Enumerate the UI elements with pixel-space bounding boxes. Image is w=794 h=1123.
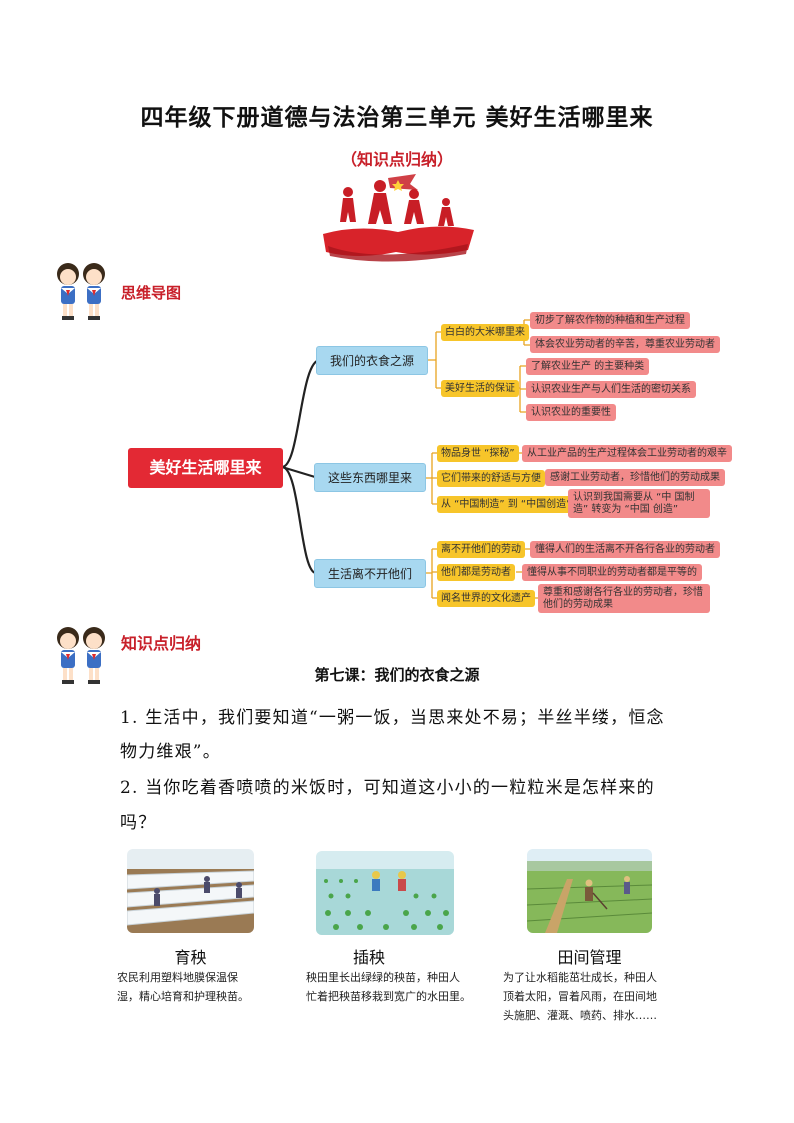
leaf-node: 尊重和感谢各行各业的劳动者，珍惜他们的劳动成果 xyxy=(538,584,710,613)
paragraph-line: 2. 当你吃着香喷喷的米饭时，可知道这小小的一粒粒米是怎样来的 xyxy=(120,778,655,798)
subtopic-node: 白白的大米哪里来 xyxy=(441,324,529,341)
leaf-node: 懂得从事不同职业的劳动者都是平等的 xyxy=(522,564,702,581)
seedling-nursery-image xyxy=(127,849,254,933)
transplanting-rice-image xyxy=(316,851,454,935)
summary-section-label: 知识点归纳 xyxy=(121,634,202,653)
subtopic-node: 他们都是劳动者 xyxy=(437,564,515,581)
page-title: 四年级下册道德与法治第三单元 美好生活哪里来 xyxy=(140,104,654,131)
subtopic-node: 它们带来的舒适与方便 xyxy=(437,470,545,487)
leaf-node: 懂得人们的生活离不开各行各业的劳动者 xyxy=(530,541,720,558)
kids-mascot-icon xyxy=(57,627,105,684)
step-description: 为了让水稻能茁壮成长，种田人 顶着太阳，冒着风雨，在田间地 头施肥、灌溉、喷药、… xyxy=(503,971,657,1022)
subtopic-node: 物品身世 “探秘” xyxy=(437,445,519,462)
lesson-heading: 第七课：我们的衣食之源 xyxy=(314,666,480,684)
step-description: 秧田里长出绿绿的秧苗，种田人 忙着把秧苗移栽到宽广的水田里。 xyxy=(306,971,471,1003)
field-management-image xyxy=(527,849,652,933)
mindmap-root-node: 美好生活哪里来 xyxy=(128,448,283,488)
leaf-node: 感谢工业劳动者，珍惜他们的劳动成果 xyxy=(545,469,725,486)
running-children-banner-image xyxy=(323,174,474,262)
branch-node-life-needs-them: 生活离不开他们 xyxy=(314,559,426,588)
leaf-node: 认识到我国需要从 “中 国制造” 转变为 “中国 创造” xyxy=(568,489,710,518)
leaf-node: 了解农业生产 的主要种类 xyxy=(526,358,650,375)
leaf-node: 认识农业的重要性 xyxy=(526,404,616,421)
mindmap-section-label: 思维导图 xyxy=(121,284,182,302)
leaf-node: 体会农业劳动者的辛苦，尊重农业劳动者 xyxy=(530,336,720,353)
paragraph-line: 1. 生活中，我们要知道“一粥一饭，当思来处不易；半丝半缕，恒念 xyxy=(120,708,665,728)
paragraph-line: 物力维艰”。 xyxy=(120,742,221,762)
branch-node-where-things-come-from: 这些东西哪里来 xyxy=(314,463,426,492)
step-description: 农民利用塑料地膜保温保 湿，精心培育和护理秧苗。 xyxy=(117,971,249,1003)
subtopic-node: 美好生活的保证 xyxy=(441,380,519,397)
paragraph-line: 吗？ xyxy=(120,813,157,833)
kids-mascot-icon xyxy=(57,263,105,320)
page-subtitle: （知识点归纳） xyxy=(340,150,453,169)
step-title: 插秧 xyxy=(352,948,385,967)
step-title: 田间管理 xyxy=(557,948,622,967)
subtopic-node: 离不开他们的劳动 xyxy=(437,541,525,558)
leaf-node: 认识农业生产与人们生活的密切关系 xyxy=(526,381,696,398)
subtopic-node: 闻名世界的文化遗产 xyxy=(437,590,535,607)
leaf-node: 初步了解农作物的种植和生产过程 xyxy=(530,312,690,329)
step-title: 育秧 xyxy=(174,948,207,967)
branch-node-food-source: 我们的衣食之源 xyxy=(316,346,428,375)
leaf-node: 从工业产品的生产过程体会工业劳动者的艰辛 xyxy=(522,445,732,462)
subtopic-node: 从 “中国制造” 到 “中国创造” xyxy=(437,496,576,513)
